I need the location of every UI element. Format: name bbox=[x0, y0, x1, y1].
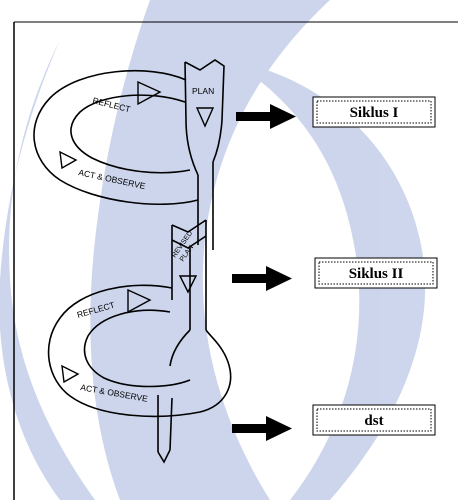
spiral-plan-label-1: PLAN bbox=[192, 86, 214, 96]
label-siklus-1: Siklus I bbox=[350, 105, 399, 121]
spiral-arrowheads-1 bbox=[59, 80, 215, 170]
label-siklus-2: Siklus II bbox=[349, 266, 404, 282]
arrow-to-siklus-2 bbox=[232, 266, 292, 291]
label-box-siklus-2: Siklus II bbox=[314, 257, 438, 289]
watermark-logo bbox=[0, 0, 426, 500]
arrow-to-siklus-1 bbox=[236, 104, 296, 129]
arrow-to-dst bbox=[232, 416, 292, 441]
label-box-siklus-1: Siklus I bbox=[312, 96, 436, 128]
label-dst: dst bbox=[364, 413, 383, 429]
spiral-arrowheads-2 bbox=[61, 288, 152, 384]
spiral-cycle-1 bbox=[33, 59, 225, 250]
label-box-dst: dst bbox=[312, 404, 436, 436]
spiral-cycle-2 bbox=[47, 284, 232, 464]
revised-plan-arrowhead bbox=[178, 275, 198, 294]
